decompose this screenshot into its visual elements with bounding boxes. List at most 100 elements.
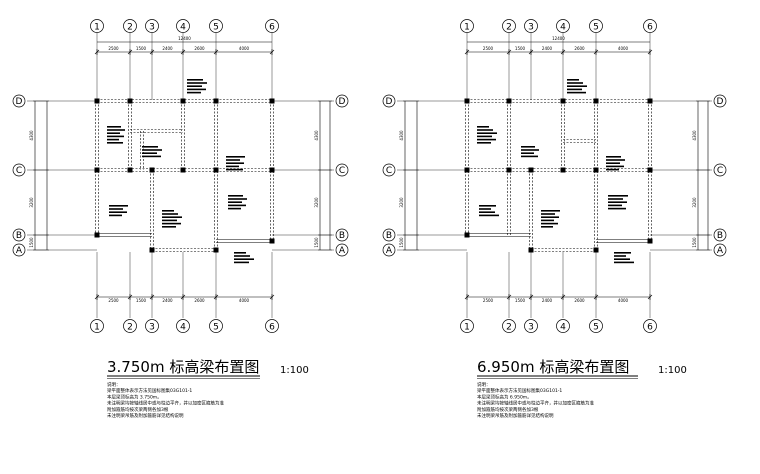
beam-annotation-text xyxy=(187,91,201,94)
beam-annotation-text xyxy=(521,152,534,154)
beam-annotation-text xyxy=(234,255,250,257)
beam-annotation-text xyxy=(162,226,176,228)
side-dimension-text: 3200 xyxy=(29,197,34,208)
beam-annotation-text xyxy=(187,85,202,87)
dimension-text: 2500 xyxy=(108,46,119,51)
beam-annotation-text xyxy=(162,219,177,222)
column xyxy=(127,98,133,104)
beam-annotation-text xyxy=(109,214,122,217)
axis-label-top: 3 xyxy=(149,23,155,33)
axis-bubble-right xyxy=(713,228,727,242)
beam-annotation-text xyxy=(606,156,621,158)
axis-bubble-top xyxy=(643,19,657,33)
axis-label-top: 6 xyxy=(269,23,275,33)
dimension-text: 1500 xyxy=(515,46,526,51)
beam-annotation-text xyxy=(162,210,174,212)
side-dimension-text: 1500 xyxy=(692,237,697,248)
design-note: 梁平面整体表示方法见国标图集03G101-1 xyxy=(477,387,562,394)
axis-bubble-bottom xyxy=(589,319,603,333)
axis-label-left: B xyxy=(386,231,392,241)
axis-bubble-bottom xyxy=(123,319,137,333)
axis-label-bottom: 4 xyxy=(180,323,186,333)
column xyxy=(560,167,566,173)
axis-label-left: C xyxy=(386,166,392,176)
beam-annotation-text xyxy=(228,198,247,200)
axis-bubble-left xyxy=(382,94,396,108)
beam-annotation-text xyxy=(107,126,121,128)
axis-label-bottom: 6 xyxy=(269,323,275,333)
dimension-text: 4000 xyxy=(618,298,629,303)
axis-label-right: B xyxy=(339,231,345,241)
axis-label-bottom: 5 xyxy=(213,323,219,333)
axis-bubble-left xyxy=(382,228,396,242)
beam-annotation-text xyxy=(477,138,496,141)
beam-annotation-text xyxy=(228,201,242,203)
beam-annotation-text xyxy=(567,85,587,87)
axis-label-left: A xyxy=(386,246,393,256)
axis-bubble-top xyxy=(524,19,538,33)
plan-title: 3.750m 标高梁布置图 xyxy=(107,358,259,376)
axis-label-top: 1 xyxy=(94,23,100,33)
beam-annotation-text xyxy=(614,261,634,264)
axis-bubble-bottom xyxy=(265,319,279,333)
beam-annotation-text xyxy=(107,132,120,134)
column xyxy=(94,167,100,173)
dimension-text: 2400 xyxy=(542,298,553,303)
dimension-text: 2600 xyxy=(574,298,585,303)
beam-annotation-text xyxy=(228,204,246,207)
axis-label-bottom: 2 xyxy=(506,323,512,333)
side-dimension-text: 4300 xyxy=(692,130,697,141)
axis-label-bottom: 4 xyxy=(560,323,566,333)
beam-annotation-text xyxy=(521,155,538,158)
design-note: 未注明梁均按轴线居中或与柱边平齐，并以加密区箍筋为准 xyxy=(107,400,224,407)
axis-label-bottom: 3 xyxy=(149,323,155,333)
axis-bubble-left xyxy=(12,228,26,242)
axis-bubble-bottom xyxy=(524,319,538,333)
column xyxy=(506,167,512,173)
beam-annotation-text xyxy=(479,208,491,210)
beam-annotation-text xyxy=(606,168,619,171)
beam-annotation-text xyxy=(226,165,239,168)
design-note: 说明： xyxy=(107,381,121,388)
column xyxy=(149,247,155,253)
beam-annotation-text xyxy=(541,213,555,215)
axis-label-top: 5 xyxy=(213,23,219,33)
design-note: 未注明梁吊筋及附加箍筋详见结构说明 xyxy=(477,412,554,419)
beam-annotation-text xyxy=(567,82,583,84)
axis-bubble-bottom xyxy=(556,319,570,333)
axis-label-bottom: 5 xyxy=(593,323,599,333)
axis-bubble-right xyxy=(713,163,727,177)
dimension-text: 2600 xyxy=(194,298,205,303)
axis-label-bottom: 2 xyxy=(127,323,133,333)
column xyxy=(528,167,534,173)
side-dimension-text: 3200 xyxy=(692,197,697,208)
beam-annotation-text xyxy=(614,255,626,257)
column xyxy=(647,167,653,173)
beam-annotation-text xyxy=(521,149,539,151)
axis-label-left: D xyxy=(16,97,23,107)
column xyxy=(647,238,653,244)
dimension-text: 4000 xyxy=(618,46,629,51)
axis-bubble-bottom xyxy=(209,319,223,333)
beam-annotation-text xyxy=(187,82,207,84)
dimension-text: 2600 xyxy=(574,46,585,51)
beam-annotation-text xyxy=(162,216,182,218)
axis-bubble-left xyxy=(12,163,26,177)
side-dimension-text: 3200 xyxy=(314,197,319,208)
axis-bubble-right xyxy=(335,243,349,257)
column xyxy=(464,98,470,104)
axis-bubble-top xyxy=(460,19,474,33)
axis-label-left: C xyxy=(16,166,22,176)
beam-annotation-text xyxy=(614,252,631,254)
design-note: 附加箍筋均按次梁两侧各加3根 xyxy=(107,406,169,413)
axis-bubble-top xyxy=(176,19,190,33)
column xyxy=(593,98,599,104)
column xyxy=(180,98,186,104)
beam-annotation-text xyxy=(608,198,623,200)
axis-bubble-top xyxy=(209,19,223,33)
beam-annotation-text xyxy=(479,214,499,217)
beam-annotation-text xyxy=(162,222,181,225)
beam-annotation-text xyxy=(107,142,123,144)
beam-annotation-text xyxy=(107,129,125,131)
